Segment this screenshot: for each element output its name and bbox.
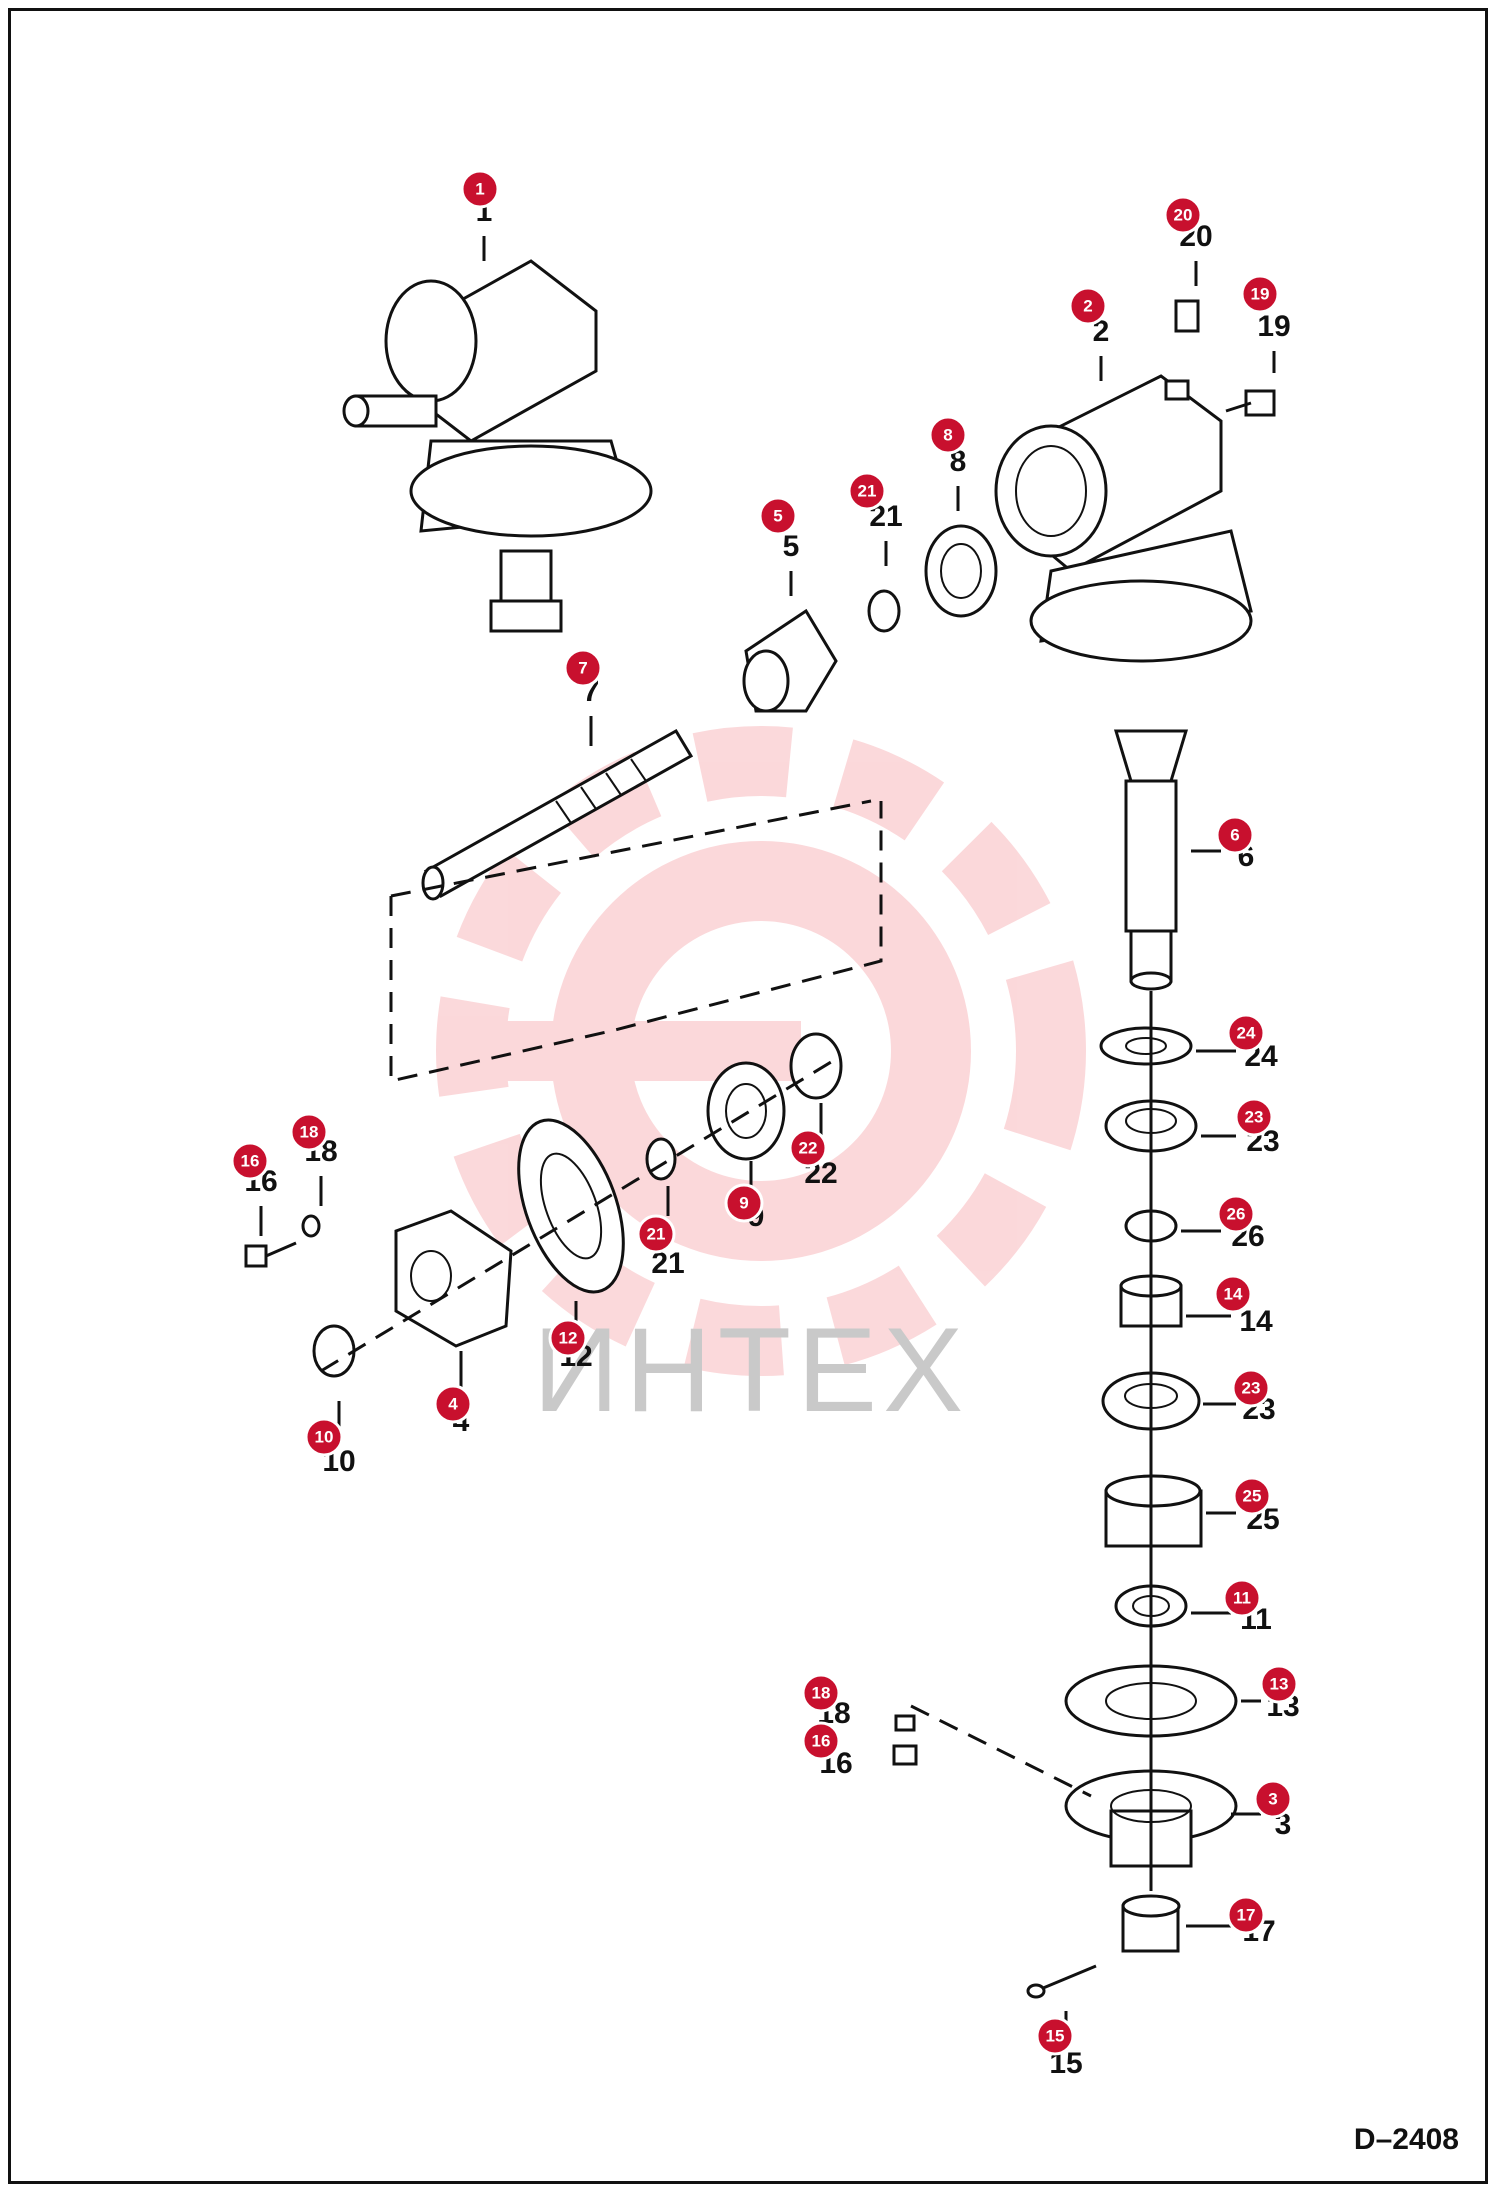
svg-text:8: 8 [943,426,952,445]
bevel-gear-drawing [742,608,838,713]
callout-marker-6[interactable]: 6 [1215,815,1255,855]
callout-marker-19[interactable]: 19 [1240,274,1280,314]
bearing-upper-drawing [924,524,998,618]
callout-marker-18a[interactable]: 18 [289,1112,329,1152]
drawing-code: D–2408 [1353,2123,1459,2156]
svg-text:12: 12 [559,1329,578,1348]
callout-marker-15[interactable]: 15 [1035,2016,1075,2056]
axis-line-lower [910,1704,1092,1798]
svg-text:13: 13 [1270,1675,1289,1694]
part-label-19: 19 [1257,310,1290,343]
callout-marker-23a[interactable]: 23 [1234,1097,1274,1137]
callout-marker-22[interactable]: 22 [788,1128,828,1168]
svg-text:18: 18 [300,1123,319,1142]
callout-marker-5[interactable]: 5 [758,496,798,536]
callout-marker-2[interactable]: 2 [1068,286,1108,326]
svg-text:22: 22 [799,1139,818,1158]
gasket-left-drawing [517,1118,625,1294]
callout-marker-18b[interactable]: 18 [801,1673,841,1713]
exploded-gearbox-diagram: ИНТЕХ [230,169,1300,2080]
bolt-left-drawing [244,1241,297,1268]
assembly-guide-line-shaft [390,799,872,898]
snap-ring-upper-drawing [867,589,901,633]
svg-text:14: 14 [1224,1285,1243,1304]
svg-text:1: 1 [475,180,484,199]
seal-ring-drawing [1099,1026,1193,1066]
svg-text:26: 26 [1227,1205,1246,1224]
input-shaft-drawing [421,728,694,901]
washer-left-drawing [301,1214,321,1238]
callout-marker-10[interactable]: 10 [304,1417,344,1457]
callout-marker-24[interactable]: 24 [1226,1013,1266,1053]
svg-text:21: 21 [858,482,877,501]
callout-marker-14[interactable]: 14 [1213,1274,1253,1314]
callout-marker-17[interactable]: 17 [1226,1895,1266,1935]
cotter-pin-drawing [1026,1964,1097,1999]
axis-line-left [320,1054,842,1373]
svg-text:3: 3 [1268,1790,1277,1809]
svg-text:2: 2 [1083,297,1092,316]
leader-lines [259,236,1276,2051]
svg-text:17: 17 [1237,1906,1256,1925]
callout-marker-16b[interactable]: 16 [801,1721,841,1761]
gearbox-assembly-drawing [342,259,653,633]
callout-marker-8[interactable]: 8 [928,415,968,455]
svg-text:23: 23 [1245,1108,1264,1127]
svg-text:5: 5 [773,507,782,526]
svg-text:16: 16 [812,1732,831,1751]
callout-marker-26[interactable]: 26 [1216,1194,1256,1234]
callout-marker-4[interactable]: 4 [433,1384,473,1424]
part-label-5: 5 [783,530,800,563]
svg-text:21: 21 [647,1225,666,1244]
shim-ring-drawing [789,1032,843,1100]
svg-text:9: 9 [739,1194,748,1213]
breather-fitting-drawing [1174,299,1276,417]
callout-marker-21b[interactable]: 21 [636,1214,676,1254]
svg-text:10: 10 [315,1428,334,1447]
callout-marker-9[interactable]: 9 [724,1183,764,1223]
callout-marker-20[interactable]: 20 [1163,195,1203,235]
svg-text:23: 23 [1242,1379,1261,1398]
svg-text:24: 24 [1237,1024,1256,1043]
callout-marker-23b[interactable]: 23 [1231,1368,1271,1408]
gearbox-housing-drawing [994,374,1253,663]
svg-text:20: 20 [1174,206,1193,225]
callout-marker-7[interactable]: 7 [563,648,603,688]
svg-text:19: 19 [1251,285,1270,304]
end-cover-drawing [394,1209,513,1348]
snap-ring-left-drawing [645,1137,677,1181]
svg-text:16: 16 [241,1152,260,1171]
svg-text:25: 25 [1243,1487,1262,1506]
svg-text:6: 6 [1230,826,1239,845]
watermark-text: ИНТЕХ [533,1303,969,1437]
svg-text:4: 4 [448,1395,458,1414]
bearing-cup-drawing [1104,1474,1203,1548]
callout-marker-12[interactable]: 12 [548,1318,588,1358]
callout-marker-13[interactable]: 13 [1259,1664,1299,1704]
svg-text:7: 7 [578,659,587,678]
callout-marker-21a[interactable]: 21 [847,471,887,511]
diagram-frame: ИНТЕХ [8,8,1488,2184]
callout-marker-25[interactable]: 25 [1232,1476,1272,1516]
pinion-shaft-drawing [1113,729,1189,991]
castle-nut-drawing [1121,1894,1181,1953]
callout-markers: 1 2 3 4 5 6 7 8 9 10 11 12 13 14 15 16 1… [230,169,1299,2056]
bearing-left-drawing [706,1061,786,1161]
callout-marker-11[interactable]: 11 [1222,1578,1262,1618]
bolt-lower-drawing [892,1714,918,1766]
assembly-guide-line [389,801,883,1083]
oil-seal-left-drawing [312,1324,356,1378]
svg-text:18: 18 [812,1684,831,1703]
callout-marker-1[interactable]: 1 [460,169,500,209]
callout-marker-3[interactable]: 3 [1253,1779,1293,1819]
part-label-14: 14 [1239,1305,1273,1338]
svg-text:11: 11 [1233,1589,1251,1608]
svg-text:15: 15 [1046,2027,1065,2046]
callout-marker-16a[interactable]: 16 [230,1141,270,1181]
